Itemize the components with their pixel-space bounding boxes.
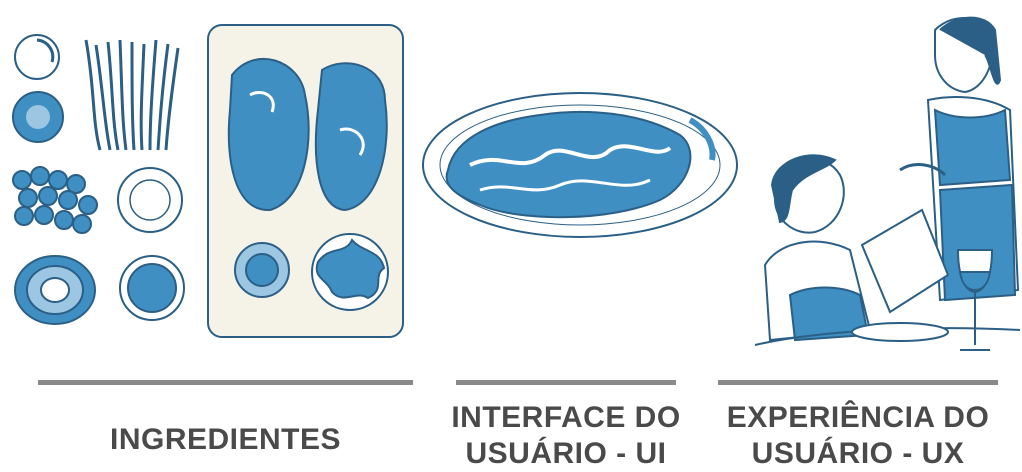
- caption-ingredients: INGREDIENTES: [38, 422, 413, 458]
- dinner-plate-icon: [852, 323, 948, 341]
- green-beans-icon: [86, 40, 178, 150]
- caption-line: INGREDIENTES: [38, 422, 413, 458]
- dish-illustration: [423, 93, 737, 237]
- divider-ui: [456, 380, 676, 385]
- steak-icon: [229, 59, 309, 210]
- grapes-icon: [13, 167, 97, 233]
- caption-line: EXPERIÊNCIA DO: [708, 400, 1008, 436]
- caption-line: INTERFACE DO: [430, 400, 702, 436]
- divider-ux: [718, 380, 998, 385]
- caption-line: USUÁRIO - UI: [430, 436, 702, 472]
- caption-ux: EXPERIÊNCIA DO USUÁRIO - UX: [708, 400, 1008, 472]
- empty-bowl-icon: [118, 168, 182, 232]
- divider-ingredients: [38, 380, 413, 385]
- caption-line: USUÁRIO - UX: [708, 436, 1008, 472]
- squash-icon: [15, 256, 95, 324]
- caption-ui: INTERFACE DO USUÁRIO - UI: [430, 400, 702, 472]
- ingredients-illustration: [13, 25, 403, 337]
- dining-scene-illustration: [755, 18, 1020, 350]
